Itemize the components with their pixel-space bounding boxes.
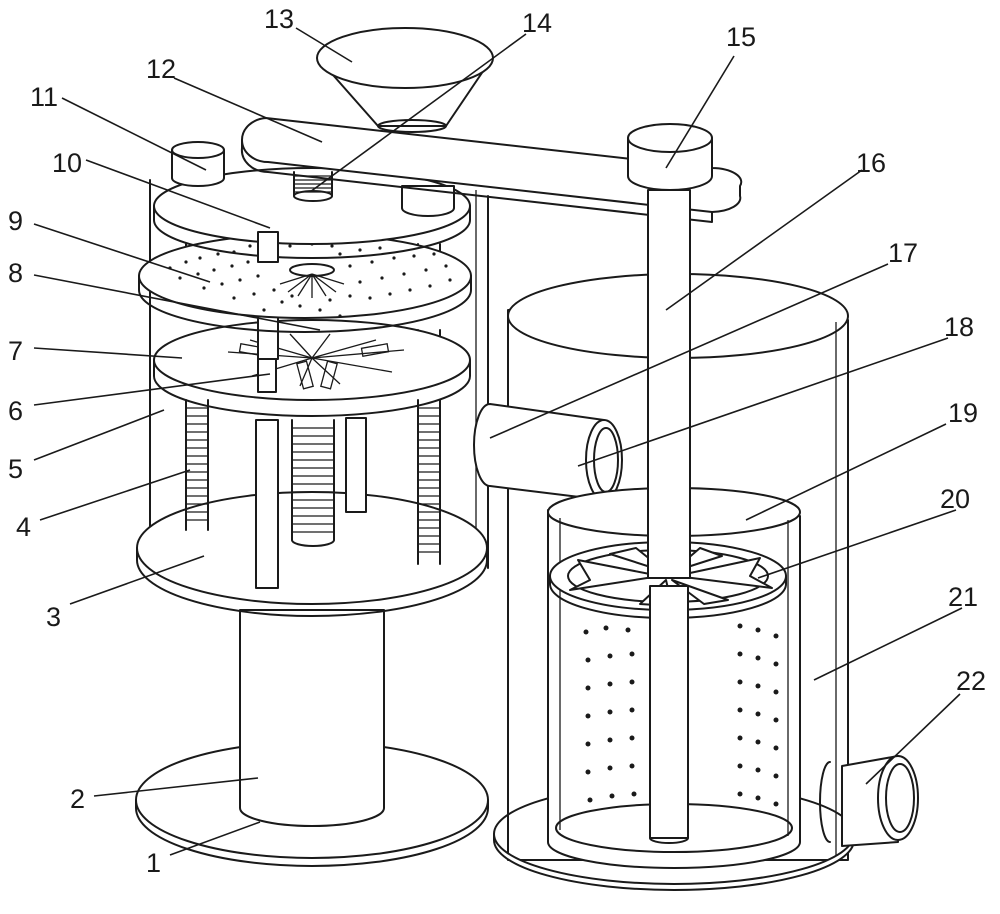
funnel-13 <box>316 27 494 133</box>
outlet-pipe-22 <box>819 755 919 847</box>
spring-14 <box>293 171 333 202</box>
label-3: 3 <box>46 602 61 632</box>
label-5: 5 <box>8 454 23 484</box>
label-6: 6 <box>8 396 23 426</box>
label-7: 7 <box>8 336 23 366</box>
label-4: 4 <box>16 512 31 542</box>
label-14: 14 <box>522 8 552 38</box>
label-15: 15 <box>726 22 756 52</box>
label-1: 1 <box>146 848 161 878</box>
label-16: 16 <box>856 148 886 178</box>
bottom-plate-3 <box>136 491 488 617</box>
leader-lines <box>33 27 963 856</box>
label-22: 22 <box>956 666 986 696</box>
label-10: 10 <box>52 148 82 178</box>
right-post <box>401 185 455 217</box>
top-post-11 <box>171 141 225 187</box>
label-18: 18 <box>944 312 974 342</box>
label-19: 19 <box>948 398 978 428</box>
outer-cylinder-5 <box>149 179 489 569</box>
label-2: 2 <box>70 784 85 814</box>
label-20: 20 <box>940 484 970 514</box>
label-12: 12 <box>146 54 176 84</box>
label-8: 8 <box>8 258 23 288</box>
callout-labels: 1 2 3 4 5 6 7 8 9 10 11 12 13 14 15 16 1… <box>8 4 986 878</box>
label-21: 21 <box>948 582 978 612</box>
perforated-disc-9 <box>138 233 472 333</box>
shaft-16 <box>647 189 691 844</box>
motor-15 <box>627 123 713 191</box>
label-17: 17 <box>888 238 918 268</box>
support-column-2 <box>239 609 385 827</box>
label-13: 13 <box>264 4 294 34</box>
inlet-pipe-17 <box>473 403 623 501</box>
cover-disc-10 <box>153 167 471 263</box>
swing-arm-12 <box>240 117 743 223</box>
central-spring <box>291 419 335 547</box>
label-9: 9 <box>8 206 23 236</box>
label-11: 11 <box>30 82 58 112</box>
lower-blade-disc-7 <box>153 319 471 417</box>
guide-rods <box>255 417 367 589</box>
